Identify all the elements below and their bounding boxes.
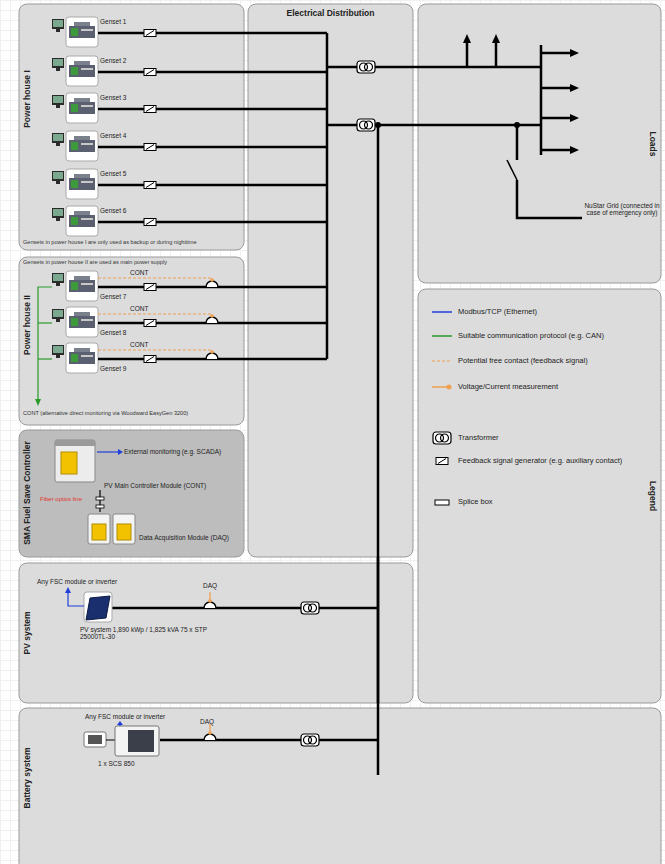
node-title: Genset 2: [100, 57, 126, 64]
node-text: NuStar Grid (connected in case of emerge…: [584, 202, 660, 217]
node-title: Genset 6: [100, 207, 126, 214]
callout-label: CONT: [130, 341, 148, 348]
power-line: [413, 66, 418, 69]
node-title: Power house II: [23, 295, 33, 355]
callout-label: DAQ: [200, 718, 214, 725]
node-text: PV system 1,890 kWp / 1,825 kVA 75 x STP…: [80, 626, 220, 641]
panel-box: LoadsNuStar Grid (connected in case of e…: [418, 4, 661, 283]
genset-node: Genset 7: [50, 271, 132, 303]
genset-node: Genset 6: [50, 206, 132, 238]
genset-node: Genset 9: [50, 343, 132, 375]
node-title: Genset 1: [100, 18, 126, 25]
callout-label: Any FSC module or inverter: [37, 578, 117, 585]
node-title: Genset 3: [100, 94, 126, 101]
legend-text: Splice box: [458, 498, 493, 507]
node-title: SMA Fuel Save Controller: [23, 441, 33, 545]
panel-box: Data Acquisition Module (DAQ): [85, 512, 235, 548]
node-title: PV system: [23, 612, 33, 655]
node-title: Genset 4: [100, 132, 126, 139]
node-title: Electrical Distribution: [248, 9, 413, 19]
node-title: Battery system: [23, 748, 33, 809]
callout-label: DAQ: [203, 582, 217, 589]
node-title: Loads: [647, 131, 657, 156]
legend-text: Suitable communication protocol (e.g. CA…: [458, 332, 604, 341]
node-title: Genset 9: [100, 365, 126, 372]
genset-node: Genset 3: [50, 93, 132, 125]
callout-label: CONT: [130, 269, 148, 276]
node-title: Data Acquisition Module (DAQ): [139, 534, 229, 541]
panel-box: PV Main Controller Module (CONT): [52, 438, 232, 490]
panel-box: Legend Modbus/TCP (Ethernet) Suitable comm…: [418, 289, 661, 703]
legend-text: Feedback signal generator (e.g. auxiliar…: [458, 457, 622, 466]
node-text: Gensets in power house I are only used a…: [23, 239, 197, 245]
power-line: [413, 124, 418, 127]
callout-label: CONT: [130, 305, 148, 312]
node-title: PV Main Controller Module (CONT): [104, 482, 206, 489]
node-text: Gensets in power house II are used as ma…: [23, 259, 167, 265]
legend-text: Modbus/TCP (Ethernet): [458, 308, 537, 317]
node-title: Genset 7: [100, 293, 126, 300]
callout-label: Any FSC module or inverter: [85, 713, 165, 720]
genset-node: Genset 5: [50, 169, 132, 201]
legend-text: Potential free contact (feedback signal): [458, 357, 588, 366]
panel-box: Electrical Distribution: [248, 4, 413, 557]
panel-box: Power house I Gensets in power house I ar…: [19, 4, 244, 250]
node-text: CONT (alternative direct monitoring via …: [23, 410, 188, 416]
genset-node: Genset 1: [50, 17, 132, 49]
callout-label: External monitoring (e.g. SCADA): [124, 448, 221, 455]
genset-node: Genset 8: [50, 307, 132, 339]
node-title: Genset 5: [100, 170, 126, 177]
genset-node: Genset 2: [50, 56, 132, 88]
edge-label: Fiber optics line: [40, 496, 82, 503]
node-title: Power house I: [23, 70, 33, 128]
power-line: [99, 490, 100, 512]
legend-text: Voltage/Current measurement: [458, 383, 558, 392]
node-title: Legend: [647, 481, 657, 511]
node-title: Genset 8: [100, 329, 126, 336]
legend-text: Transformer: [458, 434, 499, 443]
node-text: 1 x SCS 850: [98, 760, 135, 767]
genset-node: Genset 4: [50, 131, 132, 163]
panel-box: Battery system 1 x SCS 850: [19, 708, 661, 864]
